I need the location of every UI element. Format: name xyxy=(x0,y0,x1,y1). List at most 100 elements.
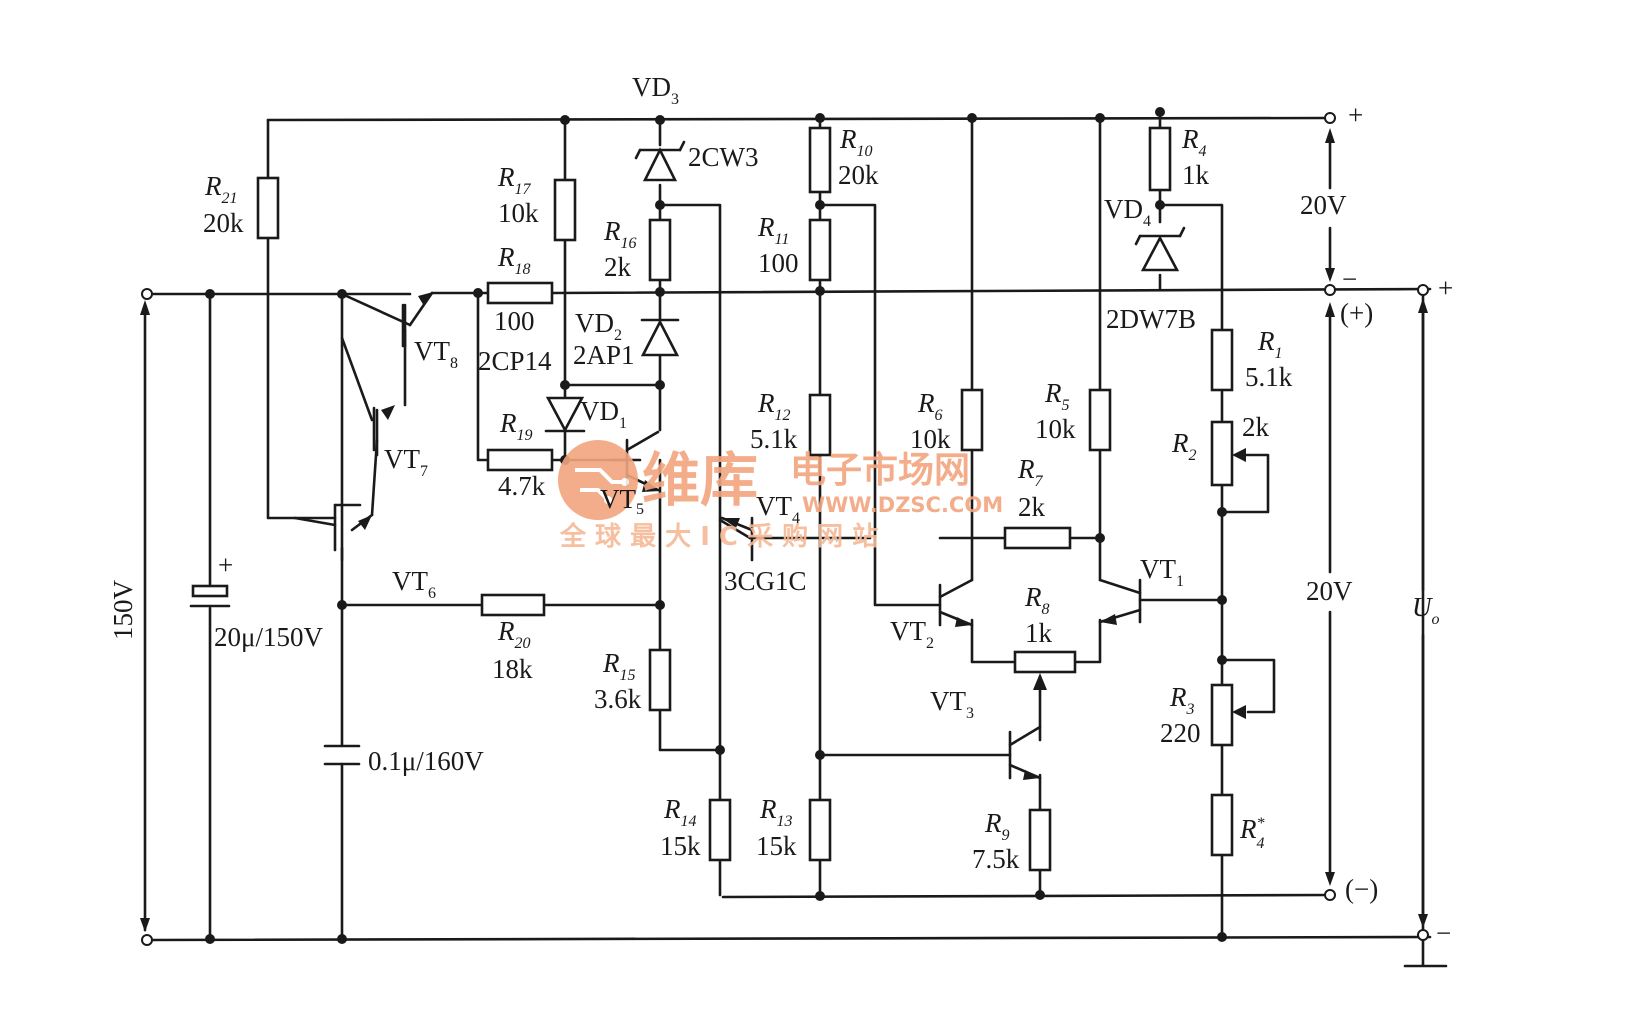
value-r21: 20k xyxy=(203,208,244,238)
value-r6: 10k xyxy=(910,424,951,454)
resistor-r20 xyxy=(480,593,546,617)
value-r15: 3.6k xyxy=(594,684,642,714)
part-vd3: 2CW3 xyxy=(688,142,759,172)
label-r13: R13 xyxy=(759,794,793,830)
part-vd4: 2DW7B xyxy=(1106,304,1196,334)
label-vt8: VT8 xyxy=(414,336,458,372)
label-ref-voltage: 20V xyxy=(1306,576,1353,606)
resistor-r9 xyxy=(1028,808,1052,872)
label-vd3: VD3 xyxy=(632,72,679,108)
label-r15: R15 xyxy=(602,648,636,684)
label-r14: R14 xyxy=(663,794,697,830)
value-c1: 20μ/150V xyxy=(214,622,323,652)
resistor-r19 xyxy=(486,448,554,472)
label-r12: R12 xyxy=(757,388,791,424)
resistor-r5 xyxy=(1088,388,1112,452)
value-r5: 10k xyxy=(1035,414,1076,444)
resistor-r4 xyxy=(1148,126,1172,192)
label-r8: R8 xyxy=(1024,582,1050,618)
label-vt2: VT2 xyxy=(890,616,934,652)
label-r11: R11 xyxy=(757,212,789,248)
label-r4-star: R*4 xyxy=(1239,814,1265,852)
voltage-arrows xyxy=(140,128,1428,932)
label-r3: R3 xyxy=(1169,682,1195,718)
capacitor-c2 xyxy=(323,744,361,766)
label-r4: R4 xyxy=(1181,124,1207,160)
value-r20: 18k xyxy=(492,654,533,684)
label-output: Uo xyxy=(1412,592,1440,628)
label-r5: R5 xyxy=(1044,378,1070,414)
label-vd4: VD4 xyxy=(1104,194,1151,230)
label-vt1: VT1 xyxy=(1140,554,1184,590)
resistor-r2 xyxy=(1210,420,1234,487)
resistor-r17 xyxy=(553,178,577,242)
polarity-c1: + xyxy=(218,550,233,580)
terminal-ref-minus: (−) xyxy=(1345,874,1378,904)
value-r11: 100 xyxy=(758,248,799,278)
label-input-voltage: 150V xyxy=(108,580,138,641)
resistor-r12 xyxy=(808,393,832,457)
value-r19: 4.7k xyxy=(498,471,546,501)
label-vt6: VT6 xyxy=(392,566,436,602)
diodes xyxy=(544,140,1186,433)
value-r8: 1k xyxy=(1025,618,1053,648)
resistor-r1 xyxy=(1210,328,1234,392)
terminals xyxy=(141,112,1429,946)
junctions xyxy=(205,107,1227,944)
zener-vd3 xyxy=(634,140,686,182)
resistors xyxy=(256,126,1246,872)
resistor-r8 xyxy=(1013,650,1077,674)
label-vt3: VT3 xyxy=(930,686,974,722)
value-r4: 1k xyxy=(1182,160,1210,190)
label-r18: R18 xyxy=(497,242,531,278)
diode-vd1 xyxy=(544,396,586,433)
resistor-r13 xyxy=(808,798,832,862)
label-r9: R9 xyxy=(984,808,1010,844)
transistor-vt3 xyxy=(1008,725,1042,780)
value-r2: 2k xyxy=(1242,412,1270,442)
resistor-r15 xyxy=(648,648,672,712)
terminal-aux-minus: − xyxy=(1342,264,1357,294)
transistor-vt1 xyxy=(1098,578,1142,625)
label-vt4: VT4 xyxy=(756,491,800,527)
resistor-r18 xyxy=(486,281,554,305)
resistor-r11 xyxy=(808,218,832,282)
value-c2: 0.1μ/160V xyxy=(368,746,484,776)
diode-vd2 xyxy=(640,318,680,357)
label-r19: R19 xyxy=(499,408,533,444)
transistor-vt4 xyxy=(720,516,754,562)
watermark-brand: 维库 xyxy=(642,446,758,514)
watermark-url: WWW.DZSC.COM xyxy=(802,493,1003,517)
resistor-r10 xyxy=(808,126,832,194)
value-r16: 2k xyxy=(604,252,632,282)
value-r13: 15k xyxy=(756,831,797,861)
watermark: 维库 电子市场网 WWW.DZSC.COM 全 球 最 大 I C 采 购 网 … xyxy=(558,440,1003,552)
value-r18: 100 xyxy=(494,306,535,336)
transistor-vt6 xyxy=(293,503,374,562)
label-r1: R1 xyxy=(1257,326,1283,362)
label-r21: R21 xyxy=(204,171,238,207)
terminal-top-plus: + xyxy=(1348,100,1363,130)
part-vt4: 3CG1C xyxy=(724,566,807,596)
zener-vd4 xyxy=(1134,226,1186,272)
resistor-r21 xyxy=(256,176,280,240)
terminal-out-minus: − xyxy=(1436,918,1451,948)
label-r6: R6 xyxy=(917,388,943,424)
label-r7: R7 xyxy=(1017,454,1044,490)
label-r16: R16 xyxy=(603,216,637,252)
part-vd1: 2CP14 xyxy=(478,346,552,376)
value-r17: 10k xyxy=(498,198,539,228)
transistor-vt7 xyxy=(372,405,395,452)
label-aux-voltage: 20V xyxy=(1300,190,1347,220)
value-r10: 20k xyxy=(838,160,879,190)
resistor-r3 xyxy=(1210,683,1234,747)
label-r20: R20 xyxy=(497,616,531,652)
resistor-r16 xyxy=(648,218,672,282)
transistor-vt2 xyxy=(938,578,974,627)
labels: R21 20k R17 10k R18 100 R16 2k VD3 2CW3 … xyxy=(108,72,1453,948)
label-vt7: VT7 xyxy=(384,444,428,480)
resistor-r7 xyxy=(1003,526,1072,550)
resistor-r4-star xyxy=(1210,793,1234,857)
